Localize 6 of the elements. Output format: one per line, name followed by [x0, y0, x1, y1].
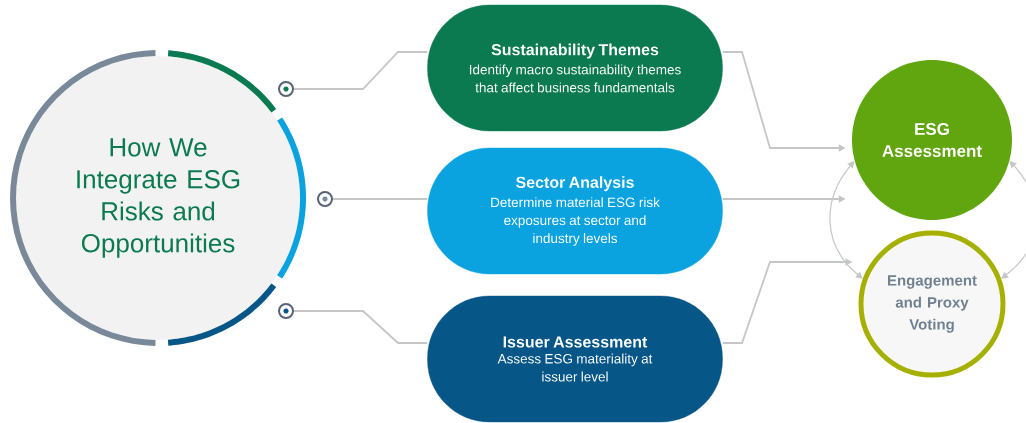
connector-dot — [278, 81, 294, 97]
process-pill: Sustainability Themes Identify macro sustainability themes that affect business fundamentals — [427, 4, 723, 132]
process-pill: Issuer Assessment Assess ESG materiality at issuer level — [427, 295, 723, 423]
process-pill: Sector Analysis Determine material ESG risk exposures at sector and industry levels — [427, 147, 723, 275]
connector-dot — [278, 303, 294, 319]
connector-dot — [317, 191, 333, 207]
